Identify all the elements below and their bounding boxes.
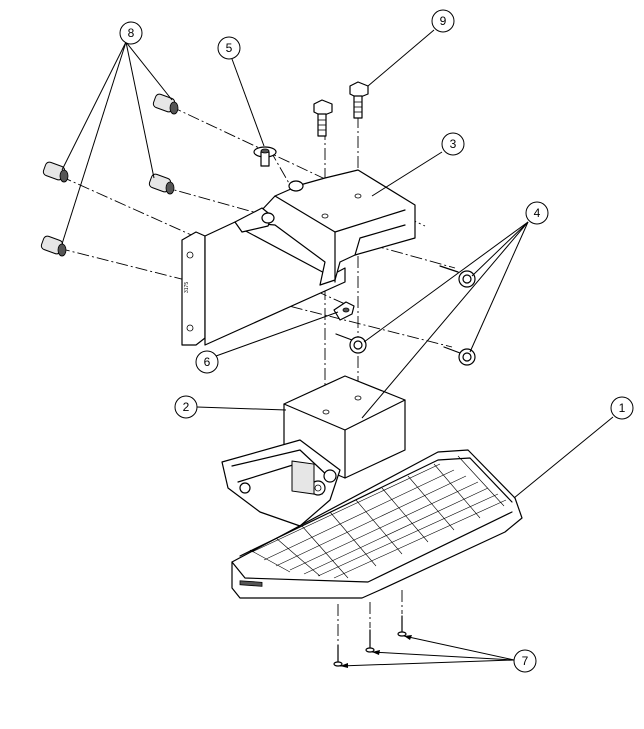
tread-grid [249, 455, 507, 579]
svg-text:4: 4 [534, 206, 541, 220]
rivet-nut-4 [40, 235, 67, 257]
flange-nut-1 [439, 265, 476, 288]
callout-2: 2 [174, 395, 198, 419]
callout-5: 5 [217, 36, 241, 60]
rivet-nut-3 [148, 173, 175, 195]
svg-text:6: 6 [204, 355, 211, 369]
upper-bracket-part: 3175 [181, 169, 416, 346]
svg-text:3175: 3175 [184, 282, 190, 293]
screw-3 [397, 615, 407, 637]
callout-4: 4 [525, 201, 549, 225]
screw-centerlines [337, 590, 403, 644]
hex-bolt-left [313, 99, 333, 137]
screw-2 [365, 629, 375, 653]
rivet-nut-1 [152, 93, 179, 115]
svg-text:8: 8 [128, 26, 135, 40]
callout-8: 8 [119, 21, 143, 45]
clip-part [333, 301, 355, 321]
callout-6: 6 [195, 350, 219, 374]
leader-lines [61, 29, 614, 668]
callout-3: 3 [441, 132, 465, 156]
svg-text:1: 1 [619, 401, 626, 415]
step-pad-part [231, 449, 523, 599]
svg-text:9: 9 [440, 14, 447, 28]
rivet-nut-2 [42, 161, 69, 183]
svg-text:7: 7 [522, 654, 529, 668]
svg-text:3: 3 [450, 137, 457, 151]
svg-text:2: 2 [183, 400, 190, 414]
lower-bracket-part [221, 375, 406, 527]
flange-nut-3 [443, 346, 476, 366]
callout-9: 9 [431, 9, 455, 33]
svg-text:5: 5 [226, 41, 233, 55]
pivot-pin-part [253, 146, 277, 167]
callout-1: 1 [610, 396, 634, 420]
screw-1 [333, 644, 343, 667]
callout-7: 7 [513, 649, 537, 673]
flange-nut-2 [335, 333, 367, 354]
hex-bolt-right [349, 81, 369, 119]
